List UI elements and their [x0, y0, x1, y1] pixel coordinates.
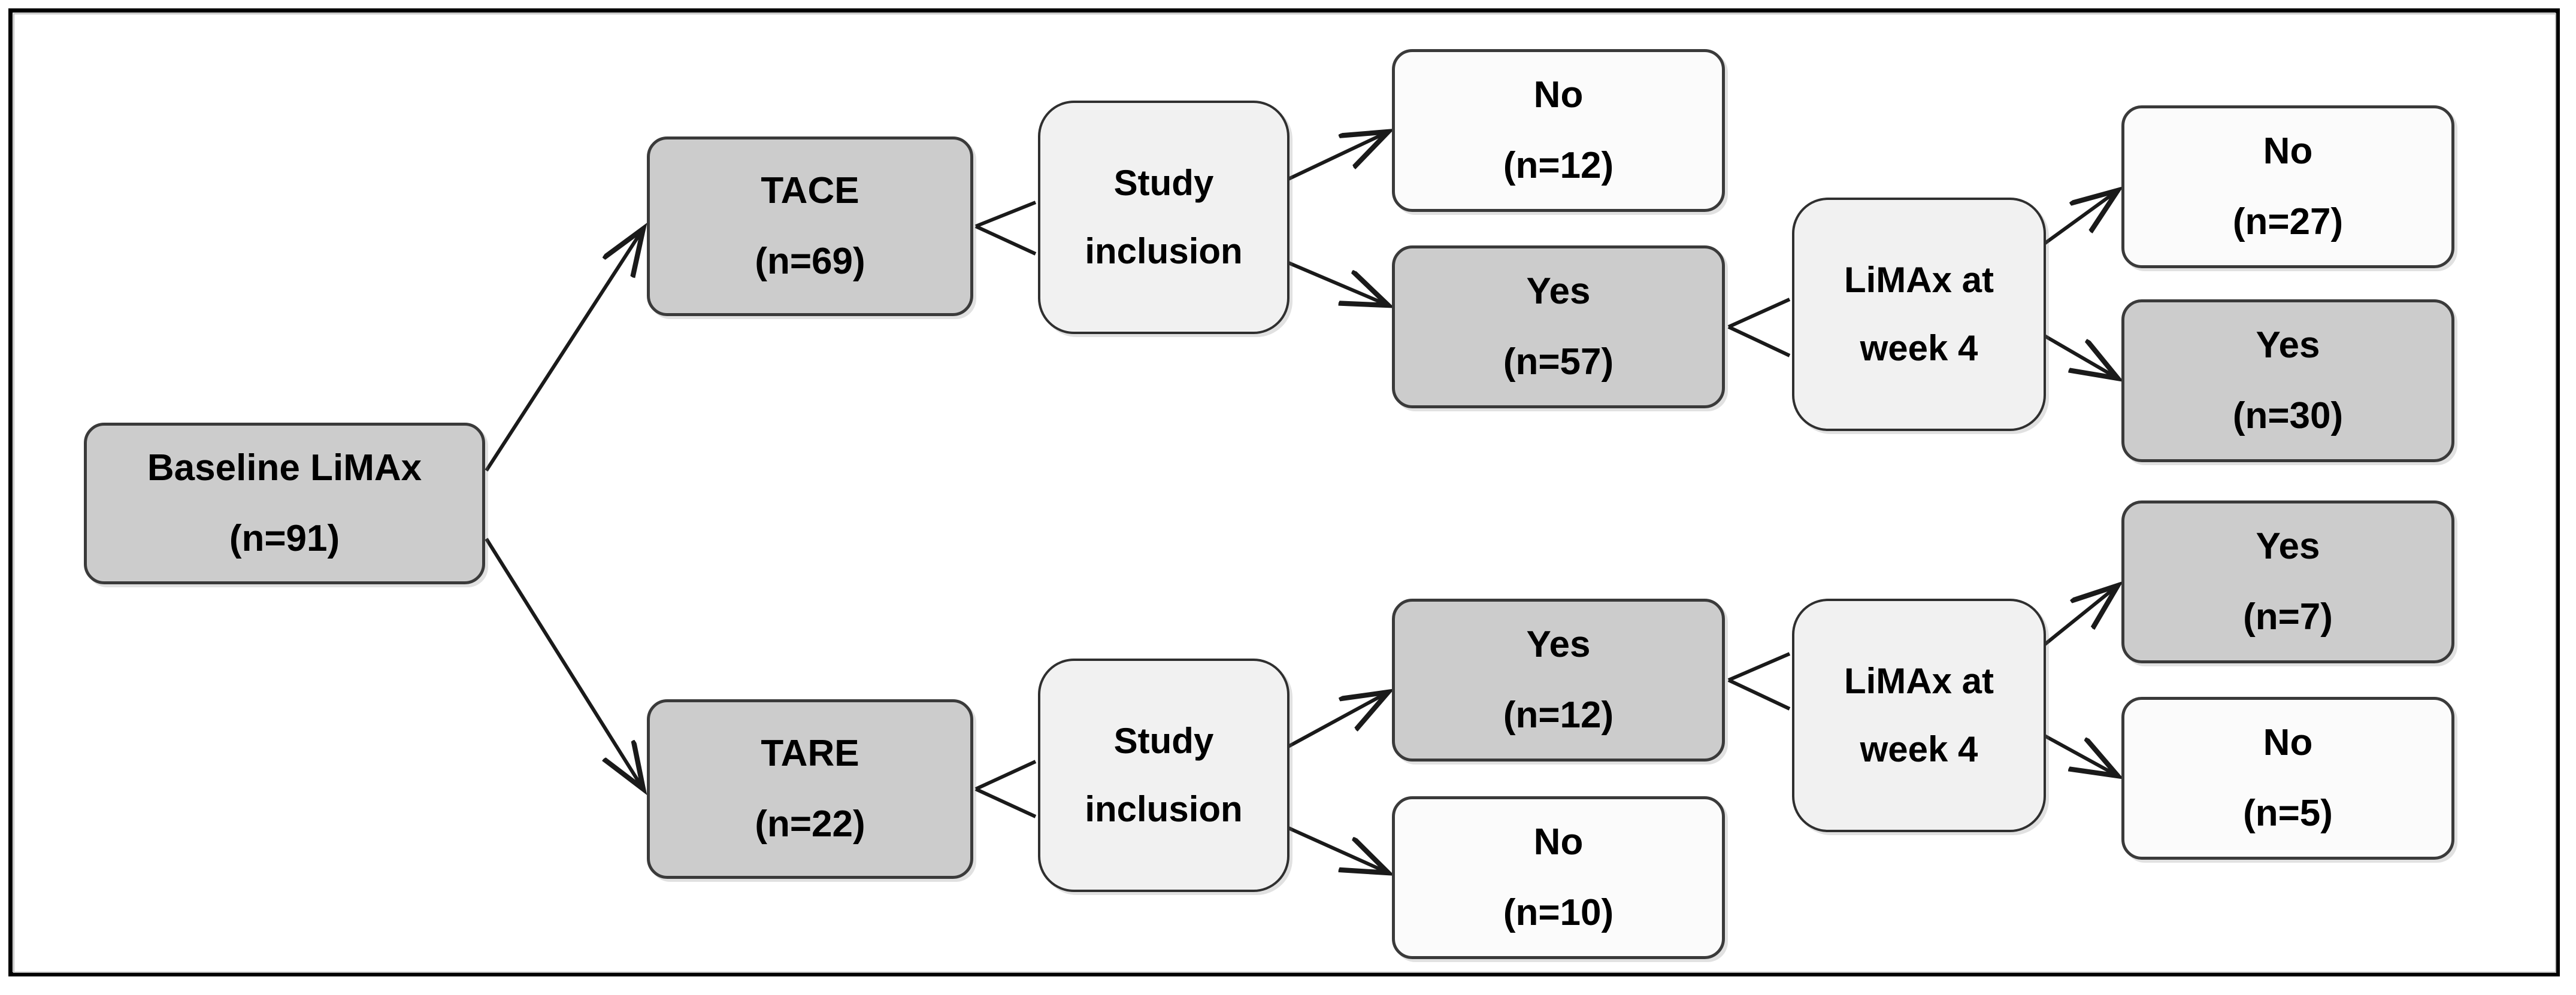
- node-limax-week4-tace-line2: week 4: [1860, 328, 1978, 368]
- node-limax-tare-yes[interactable]: Yes (n=7): [2121, 500, 2454, 663]
- node-tace-label: TACE: [761, 170, 859, 212]
- node-baseline-limax-count: (n=91): [229, 518, 340, 559]
- edge-study-inclusion-to-no12: [1286, 132, 1388, 181]
- node-study-inclusion-tare[interactable]: Study inclusion: [1038, 659, 1289, 892]
- edge-yes12-to-limax-upper: [1727, 652, 1791, 682]
- edge-yes57-to-limax-upper: [1727, 298, 1791, 329]
- node-limax-tare-no-label: No: [2263, 722, 2313, 764]
- edge-tace-to-study-inclusion-upper: [974, 201, 1037, 228]
- node-limax-week4-tace[interactable]: LiMAx at week 4: [1792, 198, 2046, 431]
- node-study-inclusion-tare-line2: inclusion: [1085, 789, 1243, 829]
- node-tare-label: TARE: [761, 733, 859, 775]
- node-limax-week4-tare[interactable]: LiMAx at week 4: [1792, 599, 2046, 832]
- node-limax-tace-no-label: No: [2263, 131, 2313, 172]
- node-baseline-limax-label: Baseline LiMAx: [147, 447, 422, 489]
- node-tare-inclusion-no-label: No: [1533, 821, 1584, 863]
- edge-study-inclusion-to-yes57: [1286, 260, 1388, 305]
- node-tace-inclusion-yes[interactable]: Yes (n=57): [1392, 245, 1725, 408]
- edge-yes12-to-limax-lower: [1727, 678, 1791, 711]
- node-baseline-limax[interactable]: Baseline LiMAx (n=91): [84, 423, 485, 584]
- edge-limax-top-to-no27: [2042, 190, 2118, 246]
- node-limax-tare-no-count: (n=5): [2243, 793, 2333, 834]
- node-limax-week4-tare-line1: LiMAx at: [1844, 661, 1994, 701]
- node-study-inclusion-tace-line2: inclusion: [1085, 231, 1243, 271]
- edge-tare-to-study-inclusion-lower: [974, 787, 1037, 818]
- node-study-inclusion-tace[interactable]: Study inclusion: [1038, 101, 1289, 334]
- edge-baseline-to-tare: [485, 538, 643, 789]
- node-tare-inclusion-yes-count: (n=12): [1503, 694, 1614, 736]
- edge-baseline-to-tace: [485, 229, 643, 472]
- node-tace[interactable]: TACE (n=69): [647, 136, 973, 316]
- node-tare-count: (n=22): [755, 803, 865, 845]
- edge-study-inclusion-to-yes12: [1286, 692, 1388, 749]
- node-limax-tace-yes[interactable]: Yes (n=30): [2121, 299, 2454, 462]
- node-tace-count: (n=69): [755, 241, 865, 282]
- edge-yes57-to-limax-lower: [1727, 325, 1791, 357]
- node-study-inclusion-tare-line1: Study: [1113, 721, 1214, 761]
- edge-limax-top-to-yes30: [2042, 333, 2118, 378]
- node-limax-tace-no-count: (n=27): [2232, 201, 2344, 242]
- node-tare-inclusion-no-count: (n=10): [1503, 892, 1614, 933]
- node-limax-tare-no[interactable]: No (n=5): [2121, 697, 2454, 860]
- node-limax-tare-yes-count: (n=7): [2243, 596, 2333, 638]
- node-study-inclusion-tace-line1: Study: [1113, 163, 1214, 203]
- node-limax-tace-yes-label: Yes: [2256, 324, 2320, 366]
- node-tace-inclusion-yes-count: (n=57): [1503, 341, 1614, 383]
- node-tare-inclusion-yes[interactable]: Yes (n=12): [1392, 599, 1725, 762]
- edge-limax-bottom-to-yes7: [2042, 586, 2118, 647]
- node-limax-tace-no[interactable]: No (n=27): [2121, 105, 2454, 268]
- node-tare[interactable]: TARE (n=22): [647, 699, 973, 879]
- node-tare-inclusion-no[interactable]: No (n=10): [1392, 796, 1725, 959]
- edge-tare-to-study-inclusion-upper: [974, 760, 1037, 791]
- node-limax-tare-yes-label: Yes: [2256, 526, 2320, 568]
- edge-tace-to-study-inclusion-lower: [974, 225, 1037, 256]
- edge-study-inclusion-to-no10: [1286, 826, 1388, 873]
- node-limax-tace-yes-count: (n=30): [2232, 395, 2344, 436]
- node-limax-week4-tace-line1: LiMAx at: [1844, 260, 1994, 300]
- edge-limax-bottom-to-no5: [2042, 733, 2118, 776]
- node-tace-inclusion-no[interactable]: No (n=12): [1392, 49, 1725, 212]
- node-limax-week4-tare-line2: week 4: [1860, 729, 1978, 769]
- node-tace-inclusion-no-count: (n=12): [1503, 145, 1614, 186]
- node-tace-inclusion-yes-label: Yes: [1526, 271, 1591, 313]
- node-tace-inclusion-no-label: No: [1533, 74, 1584, 116]
- node-tare-inclusion-yes-label: Yes: [1526, 624, 1591, 666]
